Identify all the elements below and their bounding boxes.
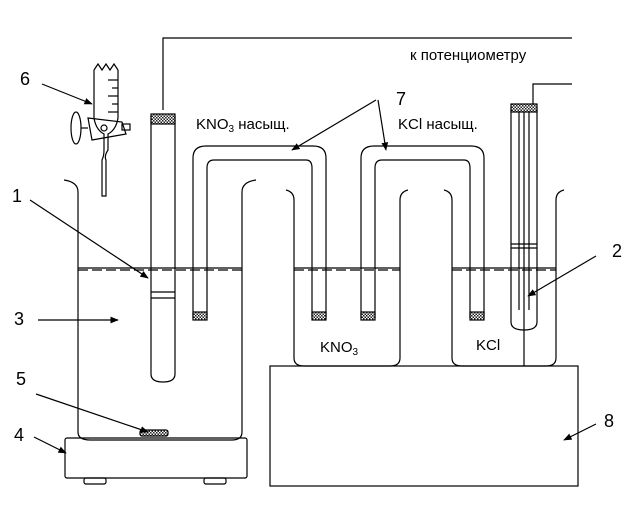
kno3-bridge-suffix: насыщ.: [234, 116, 290, 133]
leader-4: [33, 436, 67, 454]
magnetic-stirrer: [64, 437, 248, 485]
callout-2: 2: [612, 241, 623, 261]
callout-1: 1: [12, 186, 23, 206]
callout-7: 7: [396, 89, 407, 109]
callout-5: 5: [16, 369, 27, 389]
kcl-beaker-label: KCl: [476, 337, 501, 354]
callout-8: 8: [604, 411, 615, 431]
callout-4: 4: [14, 425, 25, 445]
kno3-beaker-prefix: KNO: [320, 339, 353, 356]
callout-3: 3: [14, 309, 25, 329]
leader-1: [29, 199, 149, 279]
salt-bridge-kno3: [192, 145, 327, 321]
kno3-bridge-prefix: KNO: [196, 116, 229, 133]
callout-6: 6: [20, 69, 31, 89]
leader-7b: [377, 99, 389, 151]
kcl-beaker: [443, 189, 565, 367]
kno3-bridge-subscript: 3: [228, 124, 235, 135]
leader-2: [527, 255, 597, 297]
leader-5: [35, 393, 149, 433]
leader-6: [41, 83, 93, 105]
kno3-bridge-label: KNO3 насыщ.: [196, 117, 290, 135]
potentiometer-wire: [162, 37, 572, 110]
kno3-beaker-label: KNO3: [320, 340, 358, 358]
kcl-bridge-label: KCl насыщ.: [398, 116, 478, 133]
burette: [70, 62, 131, 197]
working-electrode: [150, 113, 176, 383]
potentiometer-label: к потенциометру: [410, 47, 527, 64]
main-beaker: [63, 179, 257, 441]
kno3-beaker-subscript: 3: [352, 347, 359, 358]
reference-electrode: [510, 103, 538, 366]
stand-box: [269, 365, 579, 487]
leader-7a: [291, 99, 377, 151]
leader-8: [563, 423, 597, 441]
salt-bridge-kcl: [360, 145, 485, 321]
